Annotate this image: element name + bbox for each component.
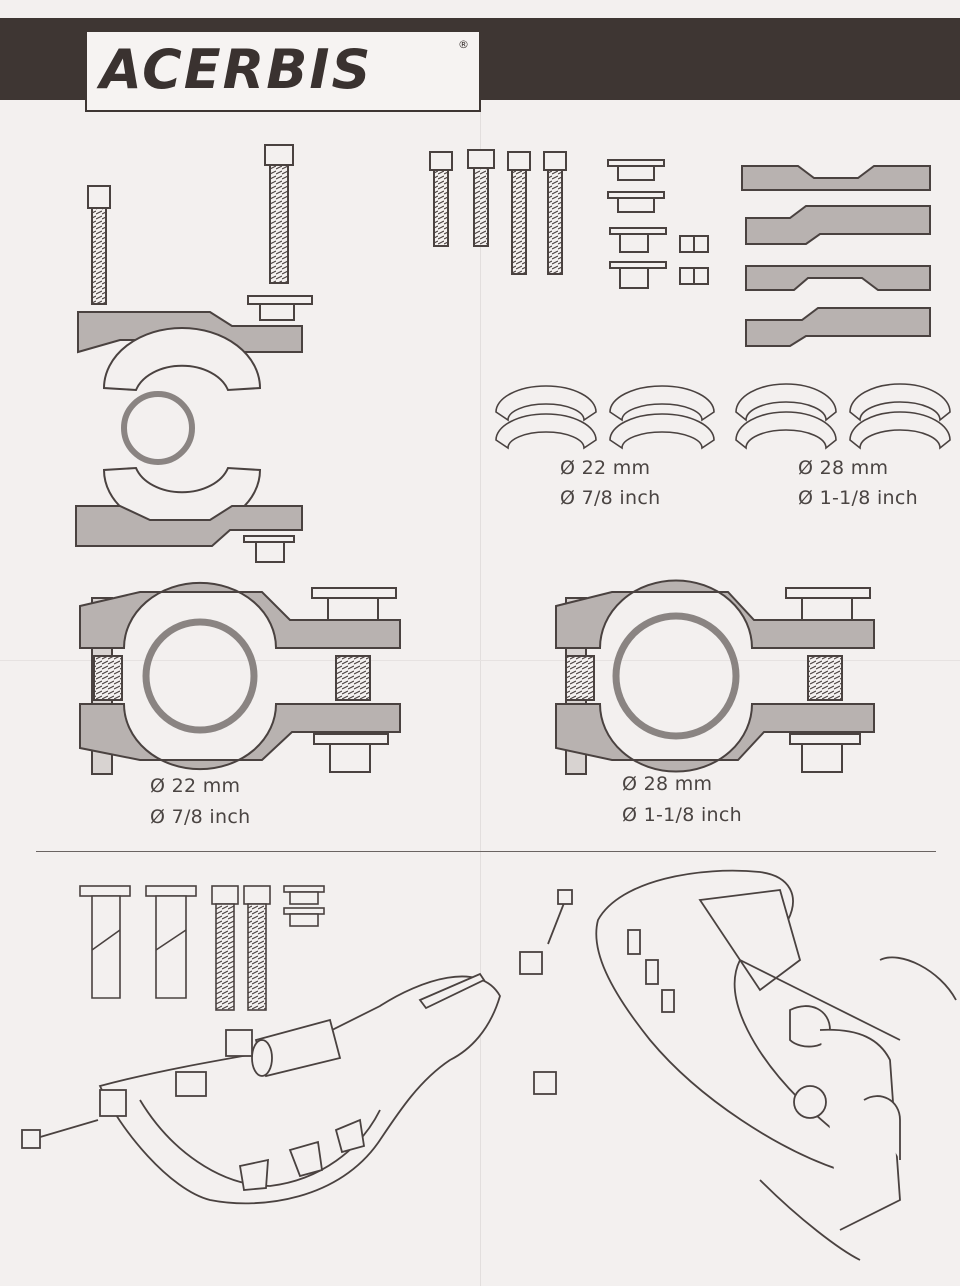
assembly-label-imperial-22: Ø 7/8 inch — [150, 806, 251, 828]
bolt-icon — [145, 885, 197, 999]
paper-fold — [480, 100, 481, 1286]
washer-icon — [607, 191, 665, 213]
paper-fold — [0, 660, 960, 661]
clamp-bracket-icon — [745, 307, 931, 347]
washer-icon — [283, 885, 325, 905]
shim-ring-icon — [102, 327, 262, 392]
clamp-bracket-icon — [75, 505, 303, 547]
bolt-icon — [507, 151, 531, 275]
size-label-metric-28: Ø 28 mm — [798, 457, 889, 479]
nut-icon — [609, 227, 667, 253]
nut-icon — [243, 535, 295, 563]
nut-icon — [679, 267, 709, 285]
washer-icon — [607, 159, 665, 181]
washer-icon — [247, 295, 313, 321]
bolt-icon — [429, 151, 453, 247]
assembly-label-imperial-28: Ø 1-1/8 inch — [622, 804, 742, 826]
bolt-icon — [543, 151, 567, 275]
clamp-bracket-icon — [741, 165, 931, 191]
clamp-assembly-22mm — [79, 581, 401, 775]
handguard-icon — [21, 889, 573, 1205]
nut-icon — [679, 235, 709, 253]
shim-ring-icon — [121, 391, 195, 465]
bolt-icon — [79, 885, 131, 999]
bolt-icon — [467, 149, 495, 247]
clamp-bracket-icon — [745, 265, 931, 291]
bolt-icon — [87, 185, 111, 305]
section-divider — [36, 851, 936, 852]
handlebar-icon — [595, 869, 957, 1261]
bolt-icon — [211, 885, 239, 1011]
clamp-bracket-icon — [745, 205, 931, 245]
clamp-assembly-28mm — [555, 579, 875, 775]
assembly-label-metric-22: Ø 22 mm — [150, 775, 241, 797]
nut-icon — [609, 261, 667, 289]
bolt-icon — [243, 885, 271, 1011]
assembly-label-metric-28: Ø 28 mm — [622, 773, 713, 795]
bolt-icon — [264, 144, 294, 284]
brand-logo-text: ACERBIS — [100, 38, 373, 101]
size-label-imperial-28: Ø 1-1/8 inch — [798, 487, 918, 509]
logo — [85, 30, 481, 112]
size-label-imperial-22: Ø 7/8 inch — [560, 487, 661, 509]
size-label-metric-22: Ø 22 mm — [560, 457, 651, 479]
trademark-mark: ® — [458, 38, 469, 51]
washer-icon — [283, 907, 325, 927]
